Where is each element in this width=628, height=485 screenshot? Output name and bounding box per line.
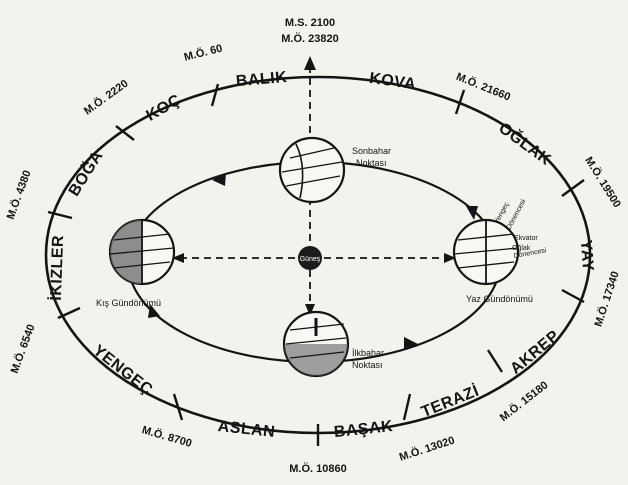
axis-arrow-left xyxy=(172,253,184,263)
tick-6540 xyxy=(57,306,81,320)
label-oglak: OĞLAK xyxy=(495,118,555,169)
date-10860: M.Ö. 10860 xyxy=(289,462,346,475)
axis-arrow-right xyxy=(444,253,456,263)
label-yengec: YENGEÇ xyxy=(90,342,156,399)
ilkbahar-label-2: Noktası xyxy=(352,360,383,370)
label-akrep: AKREP xyxy=(507,327,563,378)
sun xyxy=(298,246,322,270)
yaz-gundonumu-label: Yaz Gündönümü xyxy=(466,294,533,304)
date-17340: M.Ö. 17340 xyxy=(592,270,622,329)
label-ikizler: İKİZLER xyxy=(47,235,67,301)
label-yay: YAY xyxy=(577,239,596,272)
kis-gundonumu-label: Kış Gündönümü xyxy=(96,298,161,308)
label-terazi: TERAZİ xyxy=(419,382,482,421)
sun-label: Güneş xyxy=(300,256,321,263)
tick-60 xyxy=(210,83,220,107)
orbit-arrow-bottom xyxy=(404,337,418,350)
date-2220: M.Ö. 2220 xyxy=(81,77,130,118)
date-19500: M.Ö. 19500 xyxy=(582,154,623,210)
date-60: M.Ö. 60 xyxy=(183,42,224,64)
oglak-donencesi-1: Oğlak xyxy=(512,245,531,252)
tick-19500 xyxy=(561,179,585,197)
tick-2220 xyxy=(115,125,135,141)
date-21660: M.Ö. 21660 xyxy=(454,70,512,104)
label-koc: KOÇ xyxy=(143,91,184,124)
sonbahar-label-2: Noktası xyxy=(356,158,387,168)
tick-4380 xyxy=(47,210,73,220)
top-label-ms: M.S. 2100 xyxy=(285,17,335,29)
earth-summer xyxy=(452,218,520,286)
orbit-direction-arrows xyxy=(148,173,478,350)
tick-21660 xyxy=(454,89,466,115)
label-aslan: ASLAN xyxy=(217,418,276,441)
date-13020: M.Ö. 13020 xyxy=(398,434,457,464)
date-4380: M.Ö. 4380 xyxy=(4,168,34,221)
label-balik: BALIK xyxy=(235,69,288,90)
earth-spring xyxy=(282,310,350,378)
date-8700: M.Ö. 8700 xyxy=(140,423,193,450)
orbit-arrow-top xyxy=(212,173,226,186)
ekvator-label: Ekvator xyxy=(514,235,538,242)
north-arrowhead xyxy=(304,56,316,70)
ilkbahar-label-1: İlkbahar xyxy=(352,348,384,358)
earth-autumn xyxy=(278,136,346,204)
axis-arrow-down xyxy=(305,304,315,316)
zodiac-boundary-ticks xyxy=(47,83,585,446)
orbit-arrow-right xyxy=(466,206,478,220)
top-label-mo: M.Ö. 23820 xyxy=(281,32,338,45)
yengec-donencesi-2: Dönencesi xyxy=(506,198,528,231)
label-kova: KOVA xyxy=(368,70,417,93)
tick-8700 xyxy=(172,393,184,421)
label-boga: BOĞA xyxy=(64,147,107,199)
date-6540: M.Ö. 6540 xyxy=(8,322,38,375)
sonbahar-label-1: Sonbahar xyxy=(352,146,391,156)
tick-15180 xyxy=(486,349,504,373)
tick-13020 xyxy=(402,393,412,421)
earth-winter xyxy=(108,218,176,286)
tick-17340 xyxy=(561,288,585,304)
orbit-arrow-left xyxy=(148,304,160,318)
label-basak: BAŞAK xyxy=(333,418,394,441)
